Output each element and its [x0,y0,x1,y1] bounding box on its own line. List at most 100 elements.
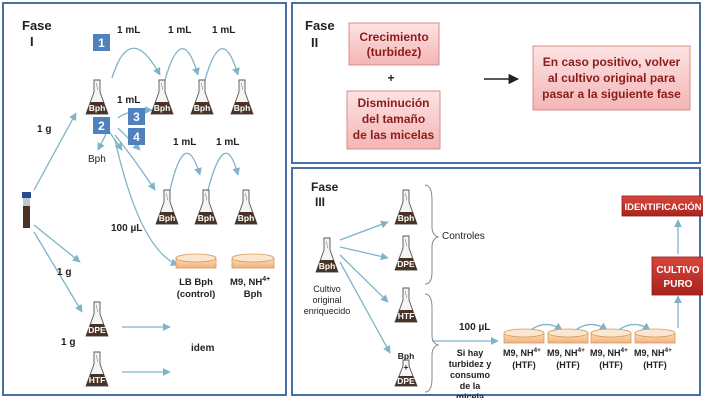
flask-bph-series2-3: Bph [234,189,258,225]
svg-text:turbidez y: turbidez y [449,359,492,369]
svg-text:Cultivo: Cultivo [313,284,341,294]
step-box-1: 1 [93,34,110,51]
controls-brace [424,184,440,285]
flask-bph-dilution-2: Bph [190,79,214,115]
svg-text:DPE: DPE [397,376,415,386]
soil-tube-icon [22,192,31,228]
flask-dpe-label: DPE [88,325,106,335]
svg-text:(control): (control) [177,289,216,300]
svg-text:Si hay: Si hay [457,348,484,358]
svg-text:Bph: Bph [398,351,415,361]
flask-test-htf-label: HTF [398,311,415,321]
plate-m9-htf-2: M9, NH4+ (HTF) [547,328,589,370]
phase1-number: I [30,34,34,49]
svg-text:+: + [404,362,409,372]
micelle-box: Disminución del tamaño de las micelas [346,90,441,150]
result-box: En caso positivo, volver al cultivo orig… [532,45,691,111]
plate-m9-htf-3: M9, NH4+ (HTF) [590,328,632,370]
phase1-title: Fase [22,18,52,33]
phase3-arrows [339,219,682,354]
flask-bph-dpe: Bph+ DPE [394,351,418,387]
flask-bph-start-label: Bph [89,103,106,113]
flask-bph-series2-3-label: Bph [238,213,255,223]
svg-text:del tamaño: del tamaño [362,112,425,126]
volume-label-1: 1 mL [117,25,140,36]
plus-sign: + [387,71,394,85]
svg-text:de la: de la [460,381,482,391]
phase2-panel [291,2,701,164]
flask-htf-label: HTF [89,375,106,385]
flask-dpe: DPE [85,301,109,337]
flask-control-dpe-label: DPE [397,259,415,269]
svg-text:M9, NH4+: M9, NH4+ [547,347,585,358]
original-caption: Cultivo original enriquecido [304,284,351,316]
phase3-volume: 100 µL [459,322,490,333]
idem-label: idem [191,343,214,354]
condition-text: Si hay turbidez y consumo de la micela [449,348,492,398]
inoculum-label: Bph [88,154,106,165]
svg-text:M9, NH4+: M9, NH4+ [634,347,672,358]
flask-bph-dilution-3: Bph [230,79,254,115]
phase3-title: Fase [311,180,339,194]
amount-label-2: 1 g [57,267,71,278]
volume-label-100ul: 100 µL [111,223,142,234]
svg-text:(HTF): (HTF) [512,360,536,370]
phase2-number: II [311,35,318,50]
svg-text:consumo: consumo [450,370,491,380]
volume-label-6: 1 mL [216,137,239,148]
flask-bph-series2-2-label: Bph [198,213,215,223]
flask-bph-series2-1: Bph [155,189,179,225]
flask-bph-dilution-1: Bph [150,79,174,115]
volume-label-2: 1 mL [168,25,191,36]
flask-bph-series2-2: Bph [194,189,218,225]
flask-bph-start: Bph [85,79,109,115]
step-box-2: 2 [93,117,110,134]
flask-original-enriched: Bph [315,237,339,273]
svg-text:(turbidez): (turbidez) [367,45,422,59]
step-box-4: 4 [128,128,145,145]
svg-text:4: 4 [133,130,140,144]
svg-text:(HTF): (HTF) [556,360,580,370]
flask-control-dpe: DPE [394,235,418,271]
svg-text:Disminución: Disminución [357,96,429,110]
svg-text:IDENTIFICACIÓN: IDENTIFICACIÓN [624,201,701,213]
plate-lb-control: LB Bph (control) [175,253,217,300]
amount-label-3: 1 g [61,337,75,348]
phase1-panel [2,2,287,396]
test-brace [424,293,440,393]
svg-text:M9, NH4+: M9, NH4+ [230,276,270,288]
flask-bph-dilution-1-label: Bph [154,103,171,113]
svg-text:CULTIVO: CULTIVO [656,265,699,276]
cultivo-puro-box: CULTIVO PURO [651,256,703,296]
volume-label-3: 1 mL [212,25,235,36]
plate-m9-bph: M9, NH4+ Bph [230,253,275,300]
svg-text:1: 1 [98,36,105,50]
svg-text:3: 3 [133,110,140,124]
svg-text:LB Bph: LB Bph [179,277,213,288]
flask-original-enriched-label: Bph [319,261,336,271]
flask-bph-series2-1-label: Bph [159,213,176,223]
svg-text:de las micelas: de las micelas [353,128,435,142]
flask-bph-dilution-2-label: Bph [194,103,211,113]
flask-control-bph: Bph [394,189,418,225]
volume-label-5: 1 mL [173,137,196,148]
identificacion-box: IDENTIFICACIÓN [621,195,703,217]
plate-m9-htf-4: M9, NH4+ (HTF) [634,328,676,370]
amount-label-1: 1 g [37,124,51,135]
svg-text:(HTF): (HTF) [599,360,623,370]
growth-box: Crecimiento (turbidez) [348,22,440,66]
flask-test-htf: HTF [394,287,418,323]
flask-htf: HTF [85,351,109,387]
svg-text:2: 2 [98,119,105,133]
svg-text:M9, NH4+: M9, NH4+ [590,347,628,358]
svg-text:original: original [312,295,341,305]
svg-text:PURO: PURO [664,279,693,290]
svg-text:pasar a la siguiente fase: pasar a la siguiente fase [542,87,681,101]
svg-text:micela: micela [456,392,485,398]
svg-text:(HTF): (HTF) [643,360,667,370]
flask-control-bph-label: Bph [398,213,415,223]
phase3-number: III [315,195,325,209]
step-box-3: 3 [128,108,145,125]
